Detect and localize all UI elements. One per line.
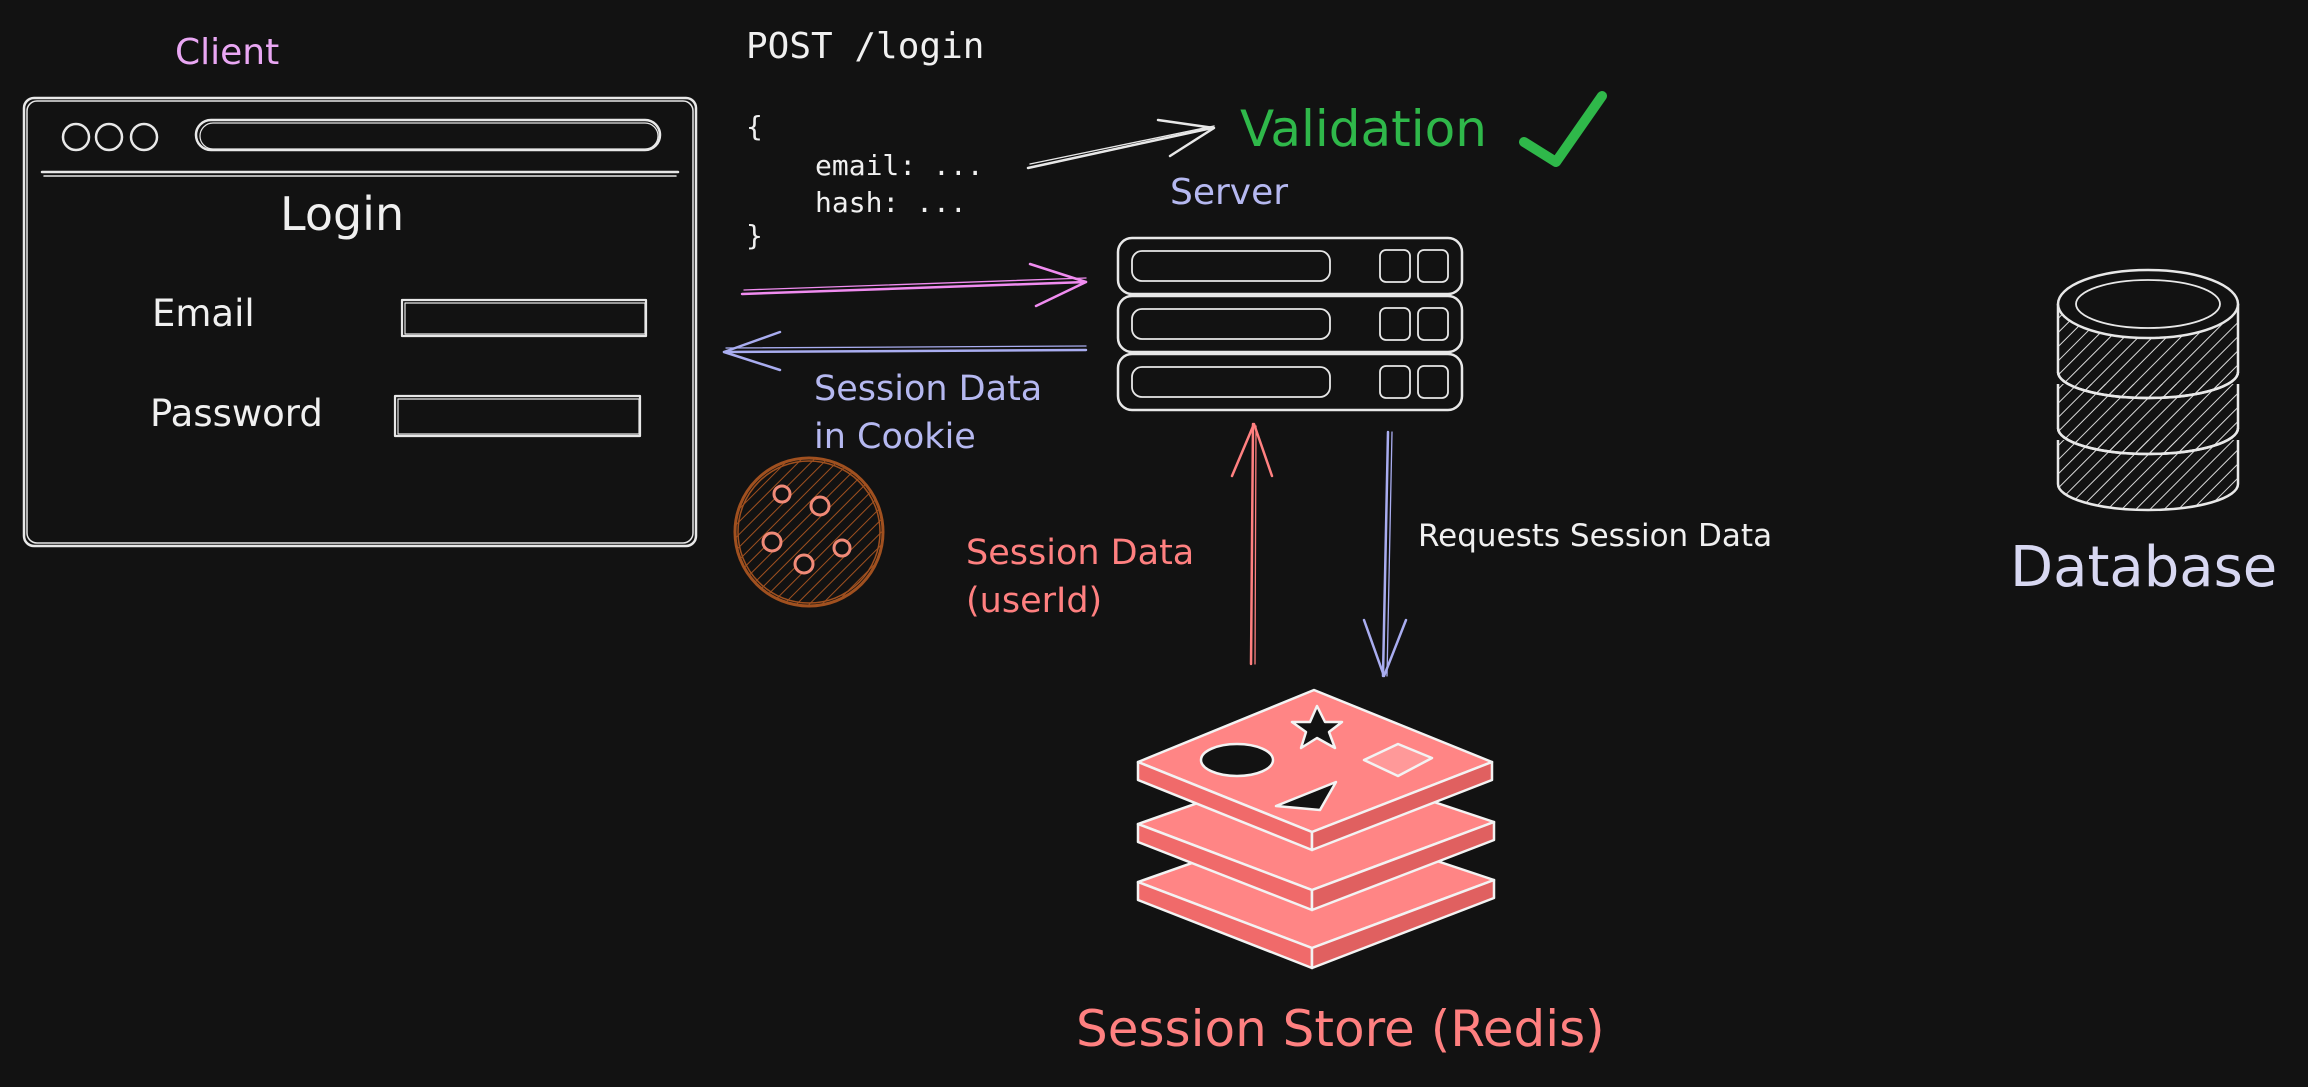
response-label-line2: in Cookie	[814, 417, 976, 457]
email-field[interactable]	[400, 298, 648, 338]
browser-window-icon	[22, 96, 698, 548]
requests-session-down-arrow	[1362, 430, 1408, 678]
database-cylinder-icon	[2056, 268, 2240, 512]
request-close-brace: }	[746, 219, 763, 252]
request-email-line: email: ...	[815, 149, 984, 182]
session-data-up-line1: Session Data	[966, 533, 1194, 573]
session-data-up-line2: (userId)	[966, 581, 1102, 621]
session-data-up-arrow	[1230, 422, 1274, 666]
password-field[interactable]	[393, 394, 642, 438]
server-label: Server	[1170, 172, 1288, 213]
cookie-icon	[733, 456, 885, 608]
request-method-path: POST /login	[746, 26, 984, 67]
validation-arrow	[1026, 118, 1216, 170]
database-label: Database	[2010, 535, 2277, 600]
response-label-line1: Session Data	[814, 369, 1042, 409]
login-request-arrow	[740, 262, 1088, 308]
session-store-label: Session Store (Redis)	[1076, 1000, 1605, 1058]
client-label: Client	[175, 32, 279, 73]
login-title: Login	[280, 187, 404, 241]
request-open-brace: {	[746, 110, 763, 143]
redis-stack-icon	[1136, 688, 1496, 970]
session-cookie-response-arrow	[722, 330, 1088, 372]
email-label: Email	[152, 292, 255, 335]
request-hash-line: hash: ...	[815, 186, 967, 219]
server-rack-icon	[1116, 236, 1464, 412]
validation-label: Validation	[1240, 100, 1487, 158]
password-label: Password	[150, 392, 323, 435]
requests-session-label: Requests Session Data	[1418, 518, 1772, 554]
checkmark-icon	[1519, 91, 1607, 167]
